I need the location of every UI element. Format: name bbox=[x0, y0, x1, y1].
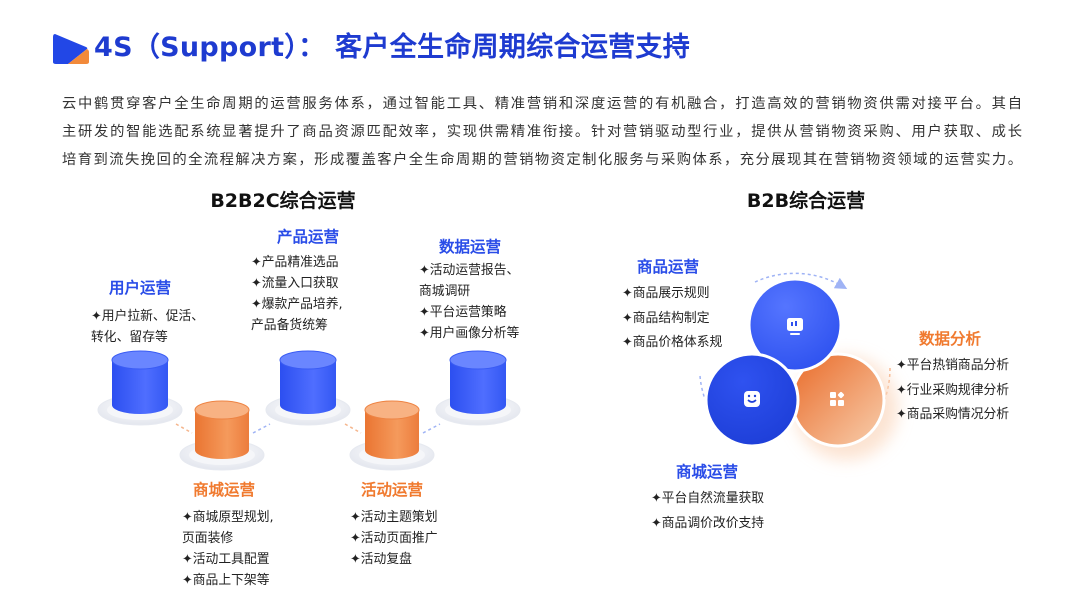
list-item: ✦流量入口获取 bbox=[251, 273, 343, 294]
bag-icon bbox=[744, 391, 760, 407]
user-ops-title: 用户运营 bbox=[109, 278, 171, 298]
b2b2c-heading: B2B2C综合运营 bbox=[210, 189, 355, 213]
cylinder-user-ops bbox=[98, 351, 182, 425]
product-ops-list: ✦产品精准选品 ✦流量入口获取 ✦爆款产品培养, 产品备货统筹 bbox=[251, 252, 343, 336]
list-item: ✦平台热销商品分析 bbox=[896, 354, 1009, 379]
data-ops-title: 数据运营 bbox=[439, 237, 501, 257]
activity-ops-list: ✦活动主题策划 ✦活动页面推广 ✦活动复盘 bbox=[350, 507, 438, 570]
mall-ops-list: ✦商城原型规划, 页面装修 ✦活动工具配置 ✦商品上下架等 bbox=[182, 507, 274, 591]
list-item: ✦活动工具配置 bbox=[182, 549, 274, 570]
list-item: ✦用户拉新、促活、 bbox=[91, 306, 204, 327]
list-item: 转化、留存等 bbox=[91, 327, 204, 348]
play-logo-icon bbox=[52, 32, 90, 66]
list-item: ✦活动运营报告、 bbox=[419, 260, 519, 281]
list-item: ✦活动页面推广 bbox=[350, 528, 438, 549]
list-item: ✦商城原型规划, bbox=[182, 507, 274, 528]
intro-line: 主研发的智能选配系统显著提升了商品资源匹配效率，实现供需精准衔接。针对营销驱动型… bbox=[62, 118, 1022, 146]
cylinder-product-ops bbox=[266, 351, 350, 425]
list-item: ✦商品结构制定 bbox=[622, 307, 722, 332]
list-item: ✦商品上下架等 bbox=[182, 570, 274, 591]
list-item: 页面装修 bbox=[182, 528, 274, 549]
list-item: ✦商品调价改价支持 bbox=[651, 512, 764, 537]
b2b-heading: B2B综合运营 bbox=[747, 189, 865, 213]
list-item: ✦爆款产品培养, bbox=[251, 294, 343, 315]
cylinder-mall-ops bbox=[180, 401, 264, 470]
b2b-mall-ops-list: ✦平台自然流量获取 ✦商品调价改价支持 bbox=[651, 487, 764, 536]
intro-paragraph: 云中鹤贯穿客户全生命周期的运营服务体系，通过智能工具、精准营销和深度运营的有机融… bbox=[62, 90, 1022, 174]
list-item: ✦行业采购规律分析 bbox=[896, 379, 1009, 404]
data-analysis-title: 数据分析 bbox=[919, 329, 981, 349]
list-item: ✦平台自然流量获取 bbox=[651, 487, 764, 512]
list-item: ✦商品展示规则 bbox=[622, 282, 722, 307]
list-item: ✦活动主题策划 bbox=[350, 507, 438, 528]
mall-ops-title: 商城运营 bbox=[193, 480, 255, 500]
cylinder-data-ops bbox=[436, 351, 520, 425]
list-item: ✦商品采购情况分析 bbox=[896, 403, 1009, 428]
intro-line: 培育到流失挽回的全流程解决方案，形成覆盖客户全生命周期的营销物资定制化服务与采购… bbox=[62, 146, 1022, 174]
user-ops-list: ✦用户拉新、促活、 转化、留存等 bbox=[91, 306, 204, 348]
activity-ops-title: 活动运营 bbox=[361, 480, 423, 500]
cylinder-activity-ops bbox=[350, 401, 434, 470]
product-ops-title: 产品运营 bbox=[277, 227, 339, 247]
list-item: ✦商品价格体系规 bbox=[622, 331, 722, 356]
goods-ops-title: 商品运营 bbox=[637, 257, 699, 277]
list-item: ✦产品精准选品 bbox=[251, 252, 343, 273]
list-item: ✦用户画像分析等 bbox=[419, 323, 519, 344]
list-item: 产品备货统筹 bbox=[251, 315, 343, 336]
list-item: ✦活动复盘 bbox=[350, 549, 438, 570]
data-ops-list: ✦活动运营报告、 商城调研 ✦平台运营策略 ✦用户画像分析等 bbox=[419, 260, 519, 344]
list-item: ✦平台运营策略 bbox=[419, 302, 519, 323]
b2b-mall-ops-title: 商城运营 bbox=[676, 462, 738, 482]
goods-ops-list: ✦商品展示规则 ✦商品结构制定 ✦商品价格体系规 bbox=[622, 282, 722, 356]
page-title: 4S（Support）： 客户全生命周期综合运营支持 bbox=[94, 30, 690, 66]
data-analysis-list: ✦平台热销商品分析 ✦行业采购规律分析 ✦商品采购情况分析 bbox=[896, 354, 1009, 428]
intro-line: 云中鹤贯穿客户全生命周期的运营服务体系，通过智能工具、精准营销和深度运营的有机融… bbox=[62, 90, 1022, 118]
list-item: 商城调研 bbox=[419, 281, 519, 302]
